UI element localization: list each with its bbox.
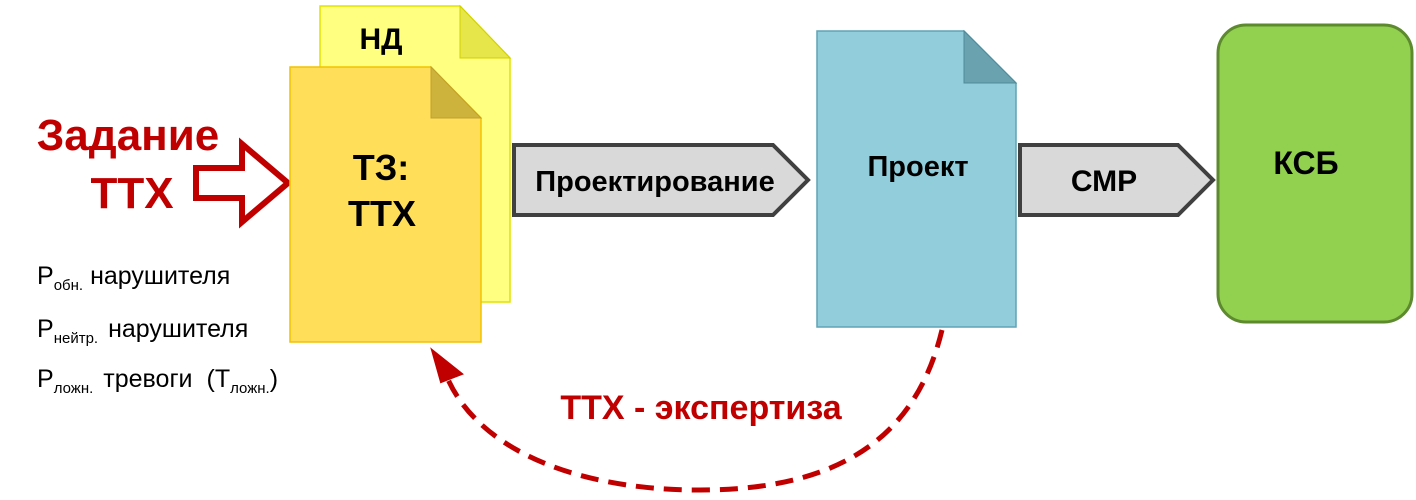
prob1-sub: обн. <box>54 277 83 294</box>
feedback-curve <box>442 329 945 493</box>
doc-nd-label: НД <box>359 23 402 56</box>
prob1-text: нарушителя <box>90 262 230 290</box>
task-label-line2: ТТХ <box>90 169 173 218</box>
ksb-label: КСБ <box>1273 145 1338 181</box>
ksb-block <box>1216 23 1414 324</box>
doc-project <box>816 29 1018 328</box>
probability-row-3: Pложн. тревоги (Tложн.) <box>37 365 278 397</box>
process-smr-label: СМР <box>1071 165 1137 198</box>
probability-row-1: Pобн. нарушителя <box>37 262 230 294</box>
prob3-paren-open: ( <box>207 365 216 393</box>
feedback-arrowhead <box>430 347 464 384</box>
task-arrow <box>193 137 293 229</box>
prob1-main: P <box>37 262 54 290</box>
prob3-text: тревоги <box>103 365 192 393</box>
task-label-line1: Задание <box>37 111 220 160</box>
prob3-paren-close: ) <box>270 365 278 393</box>
prob3-sub: ложн. <box>54 380 94 397</box>
prob2-text: нарушителя <box>108 315 248 343</box>
process-design-arrow <box>512 143 811 217</box>
probability-row-2: Pнейтр. нарушителя <box>37 315 248 347</box>
process-design-label: Проектирование <box>535 166 774 198</box>
process-smr-arrow <box>1018 143 1216 217</box>
prob3-main: P <box>37 365 54 393</box>
doc-project-label: Проект <box>867 151 968 183</box>
doc-tz <box>289 65 483 343</box>
prob3-paren-main: T <box>215 365 230 393</box>
doc-tz-label-line2: ТТХ <box>348 193 416 234</box>
doc-tz-label-line1: ТЗ: <box>353 147 410 188</box>
prob2-sub: нейтр. <box>54 330 98 347</box>
feedback-label: ТТХ - экспертиза <box>560 389 842 427</box>
prob2-main: P <box>37 315 54 343</box>
prob3-paren-sub: ложн. <box>230 380 270 397</box>
